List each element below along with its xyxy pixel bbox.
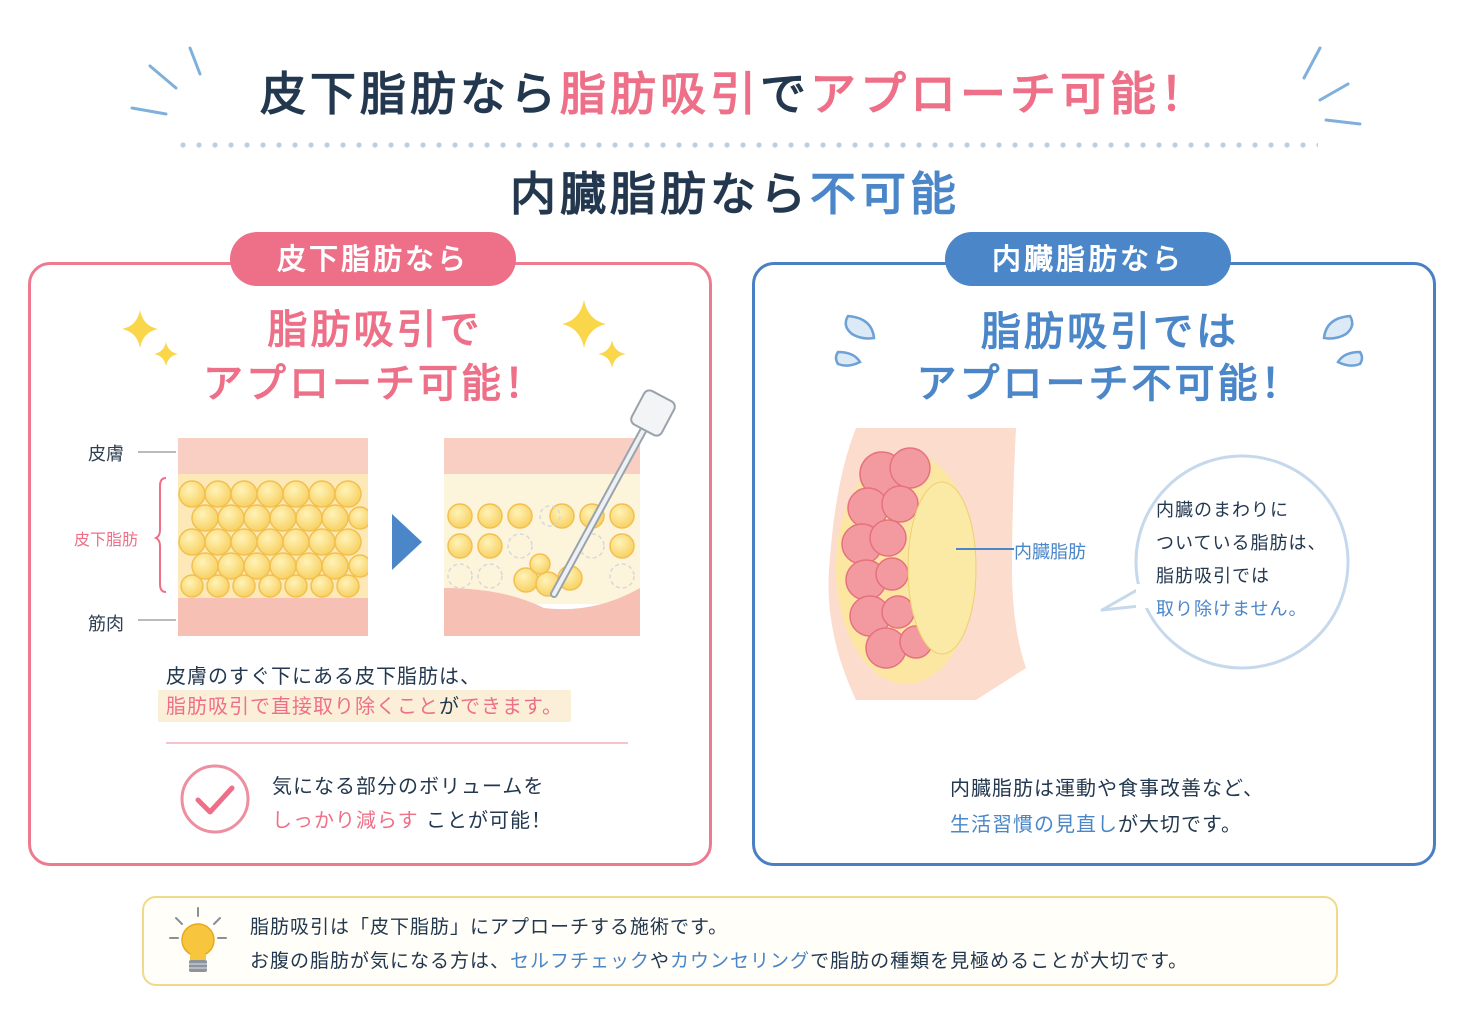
subcutaneous-desc-2: 脂肪吸引で直接取り除くことができます。 — [158, 690, 571, 722]
visceral-badge: 内臓脂肪なら — [945, 232, 1231, 286]
title2-text-a: 内臓脂肪なら — [510, 167, 810, 221]
label-subcutaneous-fat: 皮下脂肪 — [74, 530, 139, 549]
title-text-b: 脂肪吸引 — [560, 67, 760, 121]
label-skin: 皮膚 — [88, 444, 124, 465]
note-2a: 生活習慣の見直し — [950, 812, 1118, 836]
tip-2d: カウンセリング — [670, 950, 811, 972]
title2-text-b: 不可能 — [810, 167, 960, 221]
subcutaneous-badge: 皮下脂肪なら — [230, 232, 516, 286]
sparkle-left-icon — [122, 310, 178, 366]
subcutaneous-divider — [166, 742, 628, 744]
check-2a: しっかり減らす — [272, 808, 419, 832]
visceral-leader-line — [956, 548, 1014, 550]
subcutaneous-headline-2: アプローチ可能！ — [203, 361, 547, 407]
check-2b: ことが可能！ — [418, 808, 552, 832]
sparkle-right-icon — [562, 300, 626, 368]
bubble-text-2: ついている脂肪は、 — [1156, 533, 1327, 554]
tip-line-1: 脂肪吸引は「皮下脂肪」にアプローチする施術です。 — [250, 916, 729, 938]
bubble-text-1: 内臓のまわりに — [1156, 500, 1289, 521]
bubble-text-4: 取り除けません。 — [1156, 599, 1308, 620]
visceral-note-1: 内臓脂肪は運動や食事改善など、 — [950, 776, 1264, 800]
dotted-divider — [178, 140, 1318, 150]
tip-2b: セルフチェック — [510, 950, 651, 972]
desc-2b: が — [439, 694, 460, 718]
sweat-drops-left-icon — [834, 314, 876, 367]
tip-2e: で脂肪の種類を見極めることが大切です。 — [810, 950, 1189, 972]
title-text-d: アプローチ可能！ — [810, 67, 1210, 121]
subcutaneous-desc-1: 皮膚のすぐ下にある皮下脂肪は、 — [166, 664, 481, 688]
sweat-drops-right-icon — [1322, 314, 1364, 367]
tip-2c: や — [650, 950, 671, 972]
speech-bubble — [1100, 454, 1350, 670]
fat-layer-before-illustration — [178, 438, 368, 636]
arrow-right-icon — [392, 514, 422, 570]
cannula-icon — [550, 389, 676, 598]
lightbulb-icon — [169, 907, 227, 972]
note-2b: が大切です。 — [1118, 812, 1242, 836]
check-circle-icon — [180, 764, 250, 834]
label-muscle: 筋肉 — [88, 614, 124, 635]
abdomen-illustration — [828, 428, 1026, 700]
visceral-headline-2: アプローチ不可能！ — [916, 361, 1304, 407]
bubble-text-3: 脂肪吸引では — [1156, 566, 1270, 587]
decor-lines-left-icon — [130, 46, 202, 116]
check-text-2: しっかり減らす ことが可能！ — [272, 804, 552, 833]
label-leader-lines — [138, 451, 176, 621]
desc-2a: 脂肪吸引で直接取り除くこと — [166, 694, 439, 718]
main-title-line1: 皮下脂肪なら脂肪吸引でアプローチ可能！ — [0, 58, 1470, 124]
visceral-note-2: 生活習慣の見直しが大切です。 — [950, 808, 1242, 837]
desc-2c: できます。 — [460, 694, 563, 718]
title-text-a: 皮下脂肪なら — [260, 67, 560, 121]
check-text-1: 気になる部分のボリュームを — [272, 774, 545, 798]
tip-box — [142, 896, 1338, 986]
desc-highlight: 脂肪吸引で直接取り除くことができます。 — [158, 690, 571, 722]
main-title-line2: 内臓脂肪なら不可能 — [0, 158, 1470, 224]
decor-lines-right-icon — [1302, 46, 1362, 126]
visceral-headline-1: 脂肪吸引では — [981, 309, 1239, 355]
title-text-c: で — [760, 67, 810, 121]
tip-2a: お腹の脂肪が気になる方は、 — [250, 950, 511, 972]
tip-line-2: お腹の脂肪が気になる方は、セルフチェックやカウンセリングで脂肪の種類を見極めるこ… — [250, 946, 1188, 973]
label-visceral-fat: 内臓脂肪 — [1014, 542, 1086, 563]
subcutaneous-headline-1: 脂肪吸引で — [267, 307, 483, 353]
